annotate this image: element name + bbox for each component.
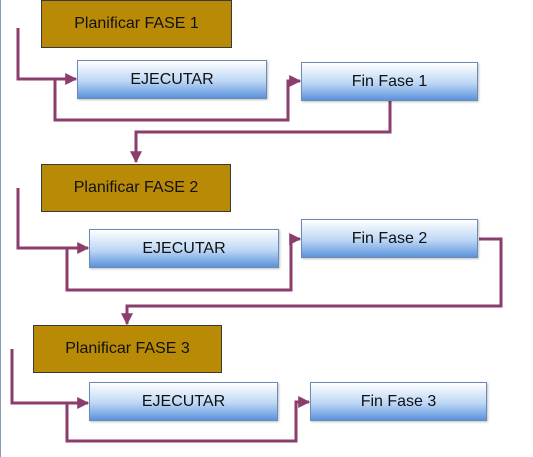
connector-end2-to-plan3 — [121, 237, 503, 326]
connector-exec3-to-end3 — [65, 396, 311, 443]
execute-phase-1-box: EJECUTAR — [77, 60, 267, 99]
end-phase-1-box: Fin Fase 1 — [301, 62, 478, 101]
plan-phase-3-box: Planificar FASE 3 — [33, 325, 222, 373]
end-phase-2-box: Fin Fase 2 — [301, 219, 478, 258]
plan-phase-1-box: Planificar FASE 1 — [41, 0, 232, 48]
end-phase-3-box: Fin Fase 3 — [310, 382, 487, 421]
page-left-border — [0, 0, 1, 457]
execute-phase-3-box: EJECUTAR — [89, 382, 278, 421]
plan-phase-2-box: Planificar FASE 2 — [41, 164, 231, 212]
connector-end1-to-plan2 — [130, 100, 392, 164]
connector-exec1-to-end1 — [53, 75, 302, 122]
execute-phase-2-box: EJECUTAR — [89, 229, 279, 268]
connector-exec2-to-end2 — [65, 233, 302, 292]
connector-plan1-to-exec1 — [16, 28, 78, 85]
connector-plan2-to-exec2 — [16, 188, 90, 254]
connector-plan3-to-exec3 — [10, 349, 90, 409]
